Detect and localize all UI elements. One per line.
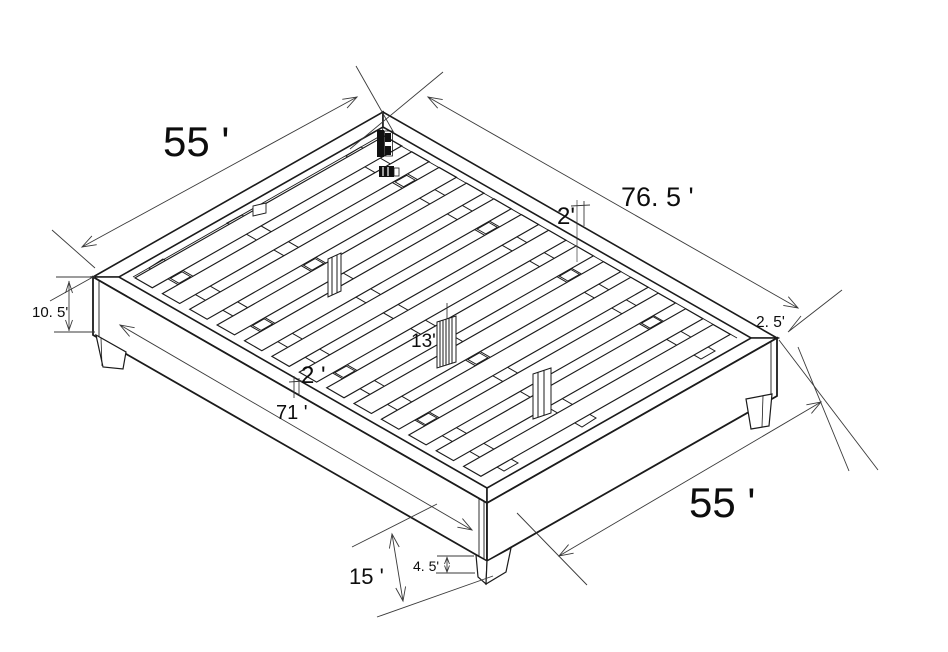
- side-panel-front-right: [486, 336, 778, 563]
- dim-line-15: [391, 533, 404, 602]
- arrowhead: [118, 324, 135, 337]
- label-2-top: 2': [557, 203, 575, 230]
- leg-left-edge-line: [100, 337, 103, 367]
- slats: [133, 135, 732, 477]
- dim-tick: [288, 380, 305, 383]
- arrowhead: [444, 556, 450, 565]
- extension-line: [787, 289, 843, 333]
- spacer-block: [333, 365, 356, 379]
- ledge-block: [252, 202, 267, 217]
- arrowhead: [65, 280, 73, 294]
- bracket-icon: [385, 133, 391, 142]
- mounting-brackets: [377, 130, 400, 177]
- spacer-block: [476, 221, 499, 235]
- bracket-icon: [385, 146, 391, 155]
- arrowhead: [80, 235, 97, 248]
- bracket-outline: [384, 130, 393, 157]
- spacer-block: [466, 352, 489, 365]
- spacer-block: [251, 318, 274, 331]
- extension-line: [778, 339, 879, 471]
- extension-line: [376, 575, 494, 618]
- arrowhead: [388, 532, 400, 549]
- leg-left: [95, 333, 127, 370]
- dim-line-55-bottom: [558, 401, 822, 557]
- rim-inner-ledge-line: [381, 134, 738, 339]
- dimension-labels: 55 ' 76. 5 ' 2' 2. 5' 10. 5' 13' 2 ' 71 …: [32, 118, 785, 589]
- label-55-top: 55 ': [163, 118, 229, 165]
- side-panels: [92, 275, 778, 563]
- spacer-block: [640, 316, 663, 329]
- extension-line: [349, 71, 444, 150]
- dim-tick: [570, 204, 591, 207]
- spacer-block: [558, 268, 581, 282]
- support-leg-block: [327, 252, 342, 298]
- label-2-5: 2. 5': [756, 314, 785, 331]
- spacer-block: [394, 174, 417, 188]
- extension-line: [797, 346, 850, 472]
- label-10-5: 10. 5': [32, 304, 68, 321]
- slide-bracket-outline: [393, 167, 400, 177]
- leg-right-edge-line: [761, 395, 764, 428]
- arrowhead: [444, 565, 450, 574]
- center-support-legs: [327, 252, 552, 420]
- spacer-block: [415, 412, 438, 426]
- arrowhead: [395, 586, 407, 603]
- label-13: 13': [411, 331, 436, 352]
- spacer-block: [169, 271, 192, 284]
- arrowhead: [457, 518, 474, 531]
- label-4-5: 4. 5': [413, 558, 439, 574]
- arrowhead: [65, 319, 73, 332]
- legs: [95, 333, 773, 586]
- leg-front-face-b: [485, 546, 512, 586]
- dim-line-71: [119, 324, 473, 531]
- arrowhead: [426, 96, 443, 109]
- tick-2-5: [788, 315, 802, 332]
- arrowhead: [342, 96, 359, 109]
- label-55-bottom: 55 ': [689, 479, 755, 526]
- support-leg-block: [532, 367, 552, 420]
- dim-line-55-top: [81, 96, 358, 248]
- dim-line-76-5: [427, 96, 799, 309]
- rail-spacer-blocks: [169, 174, 663, 426]
- dimension-annotations: [49, 65, 879, 618]
- extension-line: [355, 65, 395, 134]
- bracket-icon: [377, 130, 384, 157]
- leg-right: [745, 393, 773, 430]
- slide-bracket-icon: [379, 166, 394, 177]
- extension-line: [516, 512, 588, 586]
- arrowhead: [783, 296, 800, 309]
- label-15: 15 ': [349, 564, 384, 589]
- label-71: 71 ': [276, 402, 308, 424]
- extension-line: [351, 503, 438, 548]
- label-76-5: 76. 5 ': [621, 182, 694, 212]
- label-2-bottom: 2 ': [301, 362, 326, 389]
- extension-line: [51, 229, 96, 269]
- spacer-block: [302, 258, 325, 271]
